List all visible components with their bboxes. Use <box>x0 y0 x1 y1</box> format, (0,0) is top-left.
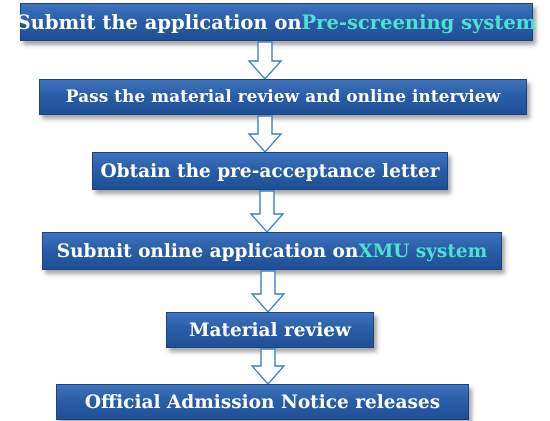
step-text: Official Admission Notice releases <box>84 391 441 413</box>
down-arrow-icon <box>247 41 283 81</box>
down-arrow-icon <box>247 115 283 154</box>
step-material-review: Material review <box>166 312 374 348</box>
step-text: Material review <box>188 319 351 341</box>
down-arrow-icon <box>250 270 286 314</box>
step-obtain-pre-acceptance-letter: Obtain the pre-acceptance letter <box>92 152 448 190</box>
step-official-admission-notice: Official Admission Notice releases <box>56 384 469 420</box>
down-arrow-icon <box>249 190 285 234</box>
down-arrow-icon <box>250 348 286 386</box>
step-text: Submit the application on <box>16 10 302 34</box>
step-highlight-text: Pre-screening system <box>301 10 537 34</box>
step-submit-prescreening-application: Submit the application on Pre-screening … <box>16 3 536 41</box>
step-highlight-text: XMU system <box>358 240 488 262</box>
step-pass-material-review-and-interview: Pass the material review and online inte… <box>39 79 527 115</box>
step-text: Submit online application on <box>56 240 359 262</box>
step-text: Pass the material review and online inte… <box>65 87 501 107</box>
step-text: Obtain the pre-acceptance letter <box>100 160 440 182</box>
step-submit-xmu-application: Submit online application on XMU system <box>42 232 502 270</box>
